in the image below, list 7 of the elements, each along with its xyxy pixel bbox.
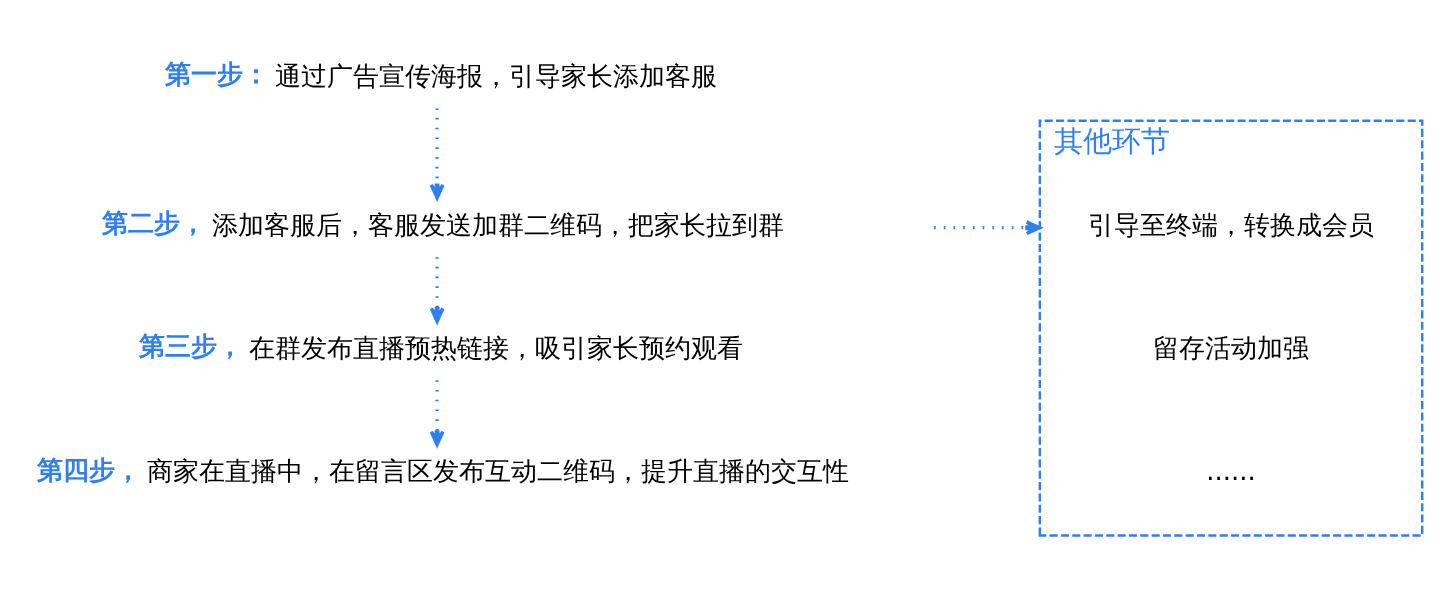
node-text: 第四步， 商家在直播中，在留言区发布互动二维码，提升直播的交互性 <box>36 454 850 487</box>
node-text: 第一步： 通过广告宣传海报，引导家长添加客服 <box>164 59 718 91</box>
node-text: ...... <box>1206 456 1256 487</box>
node-text: 第二步， 添加客服后，客服发送加群二维码，把家长拉到群 <box>101 208 784 240</box>
node-text: 第三步， 在群发布直播预热链接，吸引家长预约观看 <box>138 331 744 364</box>
node-text: 留存活动加强 <box>1153 333 1310 364</box>
node-text: 引导至终端，转换成会员 <box>1088 209 1375 240</box>
